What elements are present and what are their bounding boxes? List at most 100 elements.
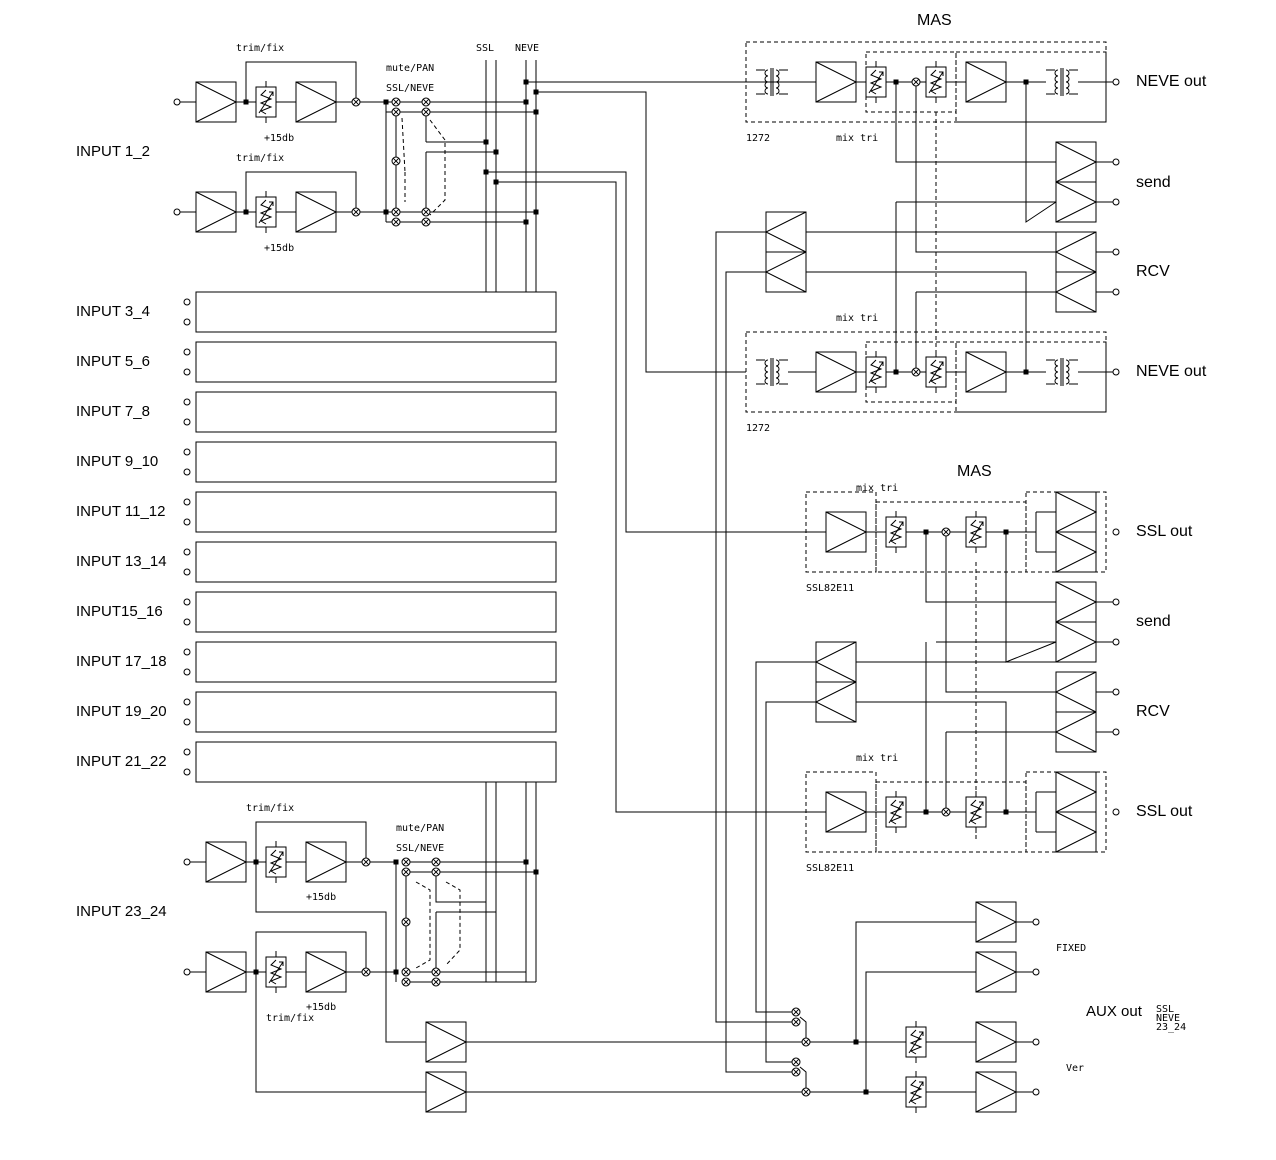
amplifier (1055, 531, 1098, 573)
terminal (1112, 158, 1120, 166)
terminal (183, 598, 191, 606)
terminal (173, 98, 181, 106)
coil (764, 81, 769, 89)
pot-wiper (868, 71, 884, 94)
summing-node (401, 867, 411, 877)
coil (775, 75, 780, 83)
terminal (183, 468, 191, 476)
summing-node (351, 97, 361, 107)
summing-node (911, 367, 921, 377)
amplifier (1055, 141, 1098, 183)
junction (493, 149, 499, 155)
amplifier-triangle (814, 681, 857, 723)
amplifier (975, 1021, 1018, 1063)
amplifier-triangle (965, 351, 1008, 393)
amplifier (1055, 621, 1098, 663)
summing-node (941, 807, 951, 817)
summing-node-cross (792, 1018, 800, 1026)
transformer (756, 68, 788, 96)
terminal (1112, 638, 1120, 646)
coil (1054, 69, 1059, 77)
coil (764, 359, 769, 367)
labels: INPUT 1_2 INPUT 3_4 INPUT 5_6 INPUT 7_8 … (76, 12, 1207, 1074)
wire (401, 117, 406, 173)
summing-node-cross (392, 157, 400, 165)
pot-arrow (279, 851, 284, 856)
coil (764, 377, 769, 385)
summing-node (421, 217, 431, 227)
amplifier (825, 511, 868, 553)
amplifier-box (1055, 231, 1097, 273)
amplifier (815, 351, 858, 393)
ver-label: Ver (1066, 1063, 1084, 1074)
amplifier-box (425, 1021, 467, 1063)
amplifier-box (815, 681, 857, 723)
amplifier-box (1055, 181, 1097, 223)
wire (536, 91, 746, 373)
coil (764, 87, 769, 95)
coil (1065, 81, 1070, 89)
dashed-enclosure (955, 341, 1107, 413)
terminal (183, 498, 191, 506)
summing-node (421, 97, 431, 107)
summing-node (391, 97, 401, 107)
summing-node-cross (362, 968, 370, 976)
wire (445, 881, 461, 966)
junction (523, 859, 529, 865)
summing-node (401, 857, 411, 867)
amplifier-box (205, 951, 247, 993)
terminal (1112, 288, 1120, 296)
coil (764, 371, 769, 379)
summing-node (391, 107, 401, 117)
coil (775, 69, 780, 77)
summing-node-cross (402, 868, 410, 876)
pot-arrow (279, 961, 284, 966)
terminal (183, 318, 191, 326)
trim-pot (885, 791, 907, 833)
pot-resistor (869, 359, 883, 385)
amplifier-triangle (425, 1021, 468, 1063)
wire (799, 1016, 807, 1038)
amplifier-triangle (1055, 181, 1098, 223)
wire (435, 782, 487, 903)
junction (893, 369, 899, 375)
wire (925, 532, 1056, 603)
pot-resistor (259, 89, 273, 115)
trim-fix-label-2: trim/fix (236, 153, 284, 164)
dashed-enclosure (805, 771, 877, 853)
amplifier-box (305, 841, 347, 883)
amplifier (195, 81, 238, 123)
amplifier (975, 951, 1018, 993)
junction (853, 1039, 859, 1045)
gain-label-3: +15db (306, 892, 336, 903)
summing-node-cross (942, 528, 950, 536)
amplifier-box (1055, 531, 1097, 573)
model-ssl-label-1: SSL82E11 (806, 583, 854, 594)
input-9-10-label: INPUT 9_10 (76, 453, 158, 470)
amplifier-box (195, 81, 237, 123)
terminal (1112, 78, 1120, 86)
amplifier-box (1055, 271, 1097, 313)
pot-resistor (869, 69, 883, 95)
pot-resistor (969, 519, 983, 545)
amplifier-reversed (814, 641, 857, 683)
terminal (1032, 918, 1040, 926)
amplifier-box (965, 351, 1007, 393)
coil (764, 75, 769, 83)
wire (855, 921, 976, 1042)
junction (533, 869, 539, 875)
amplifier-box (815, 641, 857, 683)
wire (255, 972, 426, 1093)
amplifier (965, 351, 1008, 393)
wire (915, 82, 1056, 253)
amplifier (295, 191, 338, 233)
summing-node (421, 207, 431, 217)
coil (775, 87, 780, 95)
amplifier-reversed (1054, 711, 1097, 753)
amplifier-triangle (975, 1071, 1018, 1113)
ssl-bus-label: SSL (476, 43, 494, 54)
amplifier-reversed (764, 211, 807, 253)
pot-resistor (889, 519, 903, 545)
aux-out-label: AUX out (1086, 1003, 1143, 1020)
pot-wiper (268, 851, 284, 874)
